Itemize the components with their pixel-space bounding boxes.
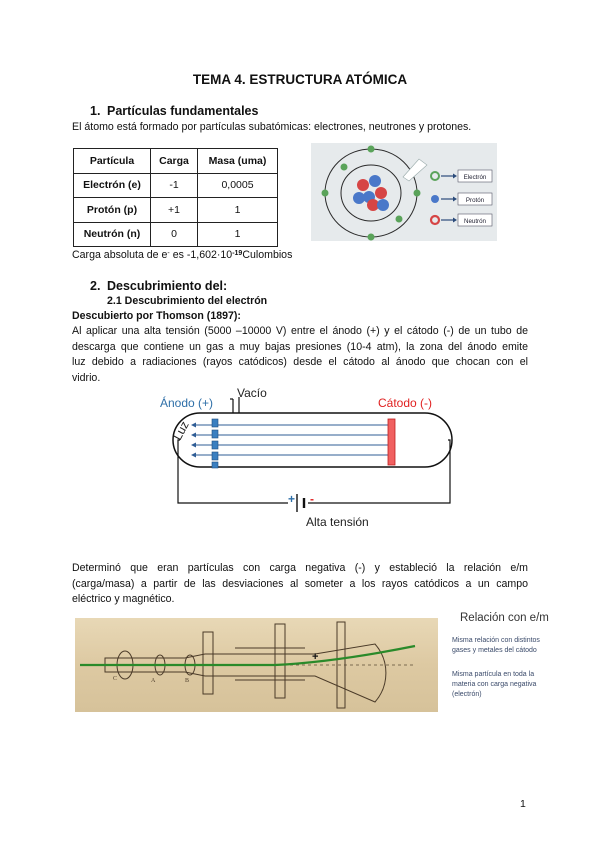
atom-model-graphic: Electrón Protón Neutrón (321, 145, 493, 241)
table-header-row: Partícula Carga Masa (uma) (73, 148, 278, 174)
section-2-1-heading: 2.1 Descubrimiento del electrón (107, 295, 268, 307)
photo-label-c: C (113, 676, 117, 682)
table-cell-mass: 1 (197, 197, 278, 223)
particles-table: Partícula Carga Masa (uma) Electrón (e) … (73, 148, 278, 247)
table-cell-name: Protón (p) (73, 197, 151, 223)
minus-sign: - (310, 492, 314, 506)
charge-note-post: Culombios (242, 249, 293, 261)
atom-legend-proton: Protón (466, 197, 485, 204)
photo-label-a: A (151, 678, 156, 684)
paragraph-line: vidrio. (72, 371, 101, 384)
table-row: Electrón (e) -1 0,0005 (73, 172, 278, 198)
paragraph-line: (carga/masa) a partir de las desviacione… (72, 577, 528, 590)
table-cell-charge: -1 (150, 172, 198, 198)
em-note-line: Misma partícula en toda la (452, 671, 535, 678)
table-row: Neutrón (n) 0 1 (73, 221, 278, 247)
table-cell-charge: 0 (150, 221, 198, 247)
table-header: Masa (uma) (197, 148, 278, 174)
anode-label: Ánodo (+) (160, 395, 213, 410)
cathode-label: Cátodo (-) (378, 396, 432, 410)
charge-note: Carga absoluta de e- es -1,602·10-19Culo… (72, 248, 292, 264)
section-1-heading: Partículas fundamentales (107, 104, 259, 118)
charge-note-exponent: -19 (232, 250, 243, 257)
paragraph-line: descarga que contiene un gas a muy bajas… (72, 340, 528, 353)
atom-legend-electron: Electrón (464, 174, 487, 181)
section-1-number: 1. (90, 104, 101, 118)
thomson-tube-drawing: C A B + (80, 621, 416, 709)
table-row: Protón (p) +1 1 (73, 197, 278, 223)
cathode-ray-tube-diagram: Ánodo (+) Cátodo (-) Vacío Luz + - Alta … (160, 386, 453, 529)
page-number: 1 (520, 798, 526, 810)
charge-note-sup-minus: - (167, 250, 170, 257)
em-relation-heading: Relación con e/m (460, 612, 549, 624)
table-cell-name: Neutrón (n) (73, 221, 151, 247)
section-1-intro: El átomo está formado por partículas sub… (72, 121, 472, 133)
plus-sign: + (288, 492, 295, 506)
em-note-line: gases y metales del cátodo (452, 647, 537, 654)
em-note-1: Misma relación con distintos gases y met… (452, 636, 540, 656)
charge-note-mid: es -1,602·10 (169, 249, 233, 261)
charge-note-pre: Carga absoluta de e (72, 249, 168, 261)
table-header: Partícula (73, 148, 151, 174)
table-cell-mass: 0,0005 (197, 172, 278, 198)
photo-label-b: B (185, 678, 189, 684)
em-note-line: (electrón) (452, 691, 482, 698)
page-title: TEMA 4. ESTRUCTURA ATÓMICA (192, 72, 408, 87)
paragraph-line: Determinó que eran partículas con carga … (72, 562, 528, 574)
paragraph-cathode-rays: Al aplicar una alta tensión (5000 –10000… (72, 324, 528, 386)
vacuum-label: Vacío (237, 386, 267, 400)
thomson-heading: Descubierto por Thomson (1897): (72, 310, 241, 322)
table-cell-name: Electrón (e) (73, 172, 151, 198)
voltage-label: Alta tensión (306, 515, 369, 529)
section-2-number: 2. (90, 279, 101, 293)
em-note-2: Misma partícula en toda la materia con c… (452, 670, 536, 700)
em-note-line: materia con carga negativa (452, 681, 537, 688)
paragraph-line: luz debido a radiaciones (rayos catódico… (72, 356, 528, 369)
atom-legend-neutron: Neutrón (464, 218, 487, 225)
table-cell-mass: 1 (197, 221, 278, 247)
em-note-line: Misma relación con distintos (452, 637, 540, 644)
table-cell-charge: +1 (150, 197, 198, 223)
photo-plus-sign: + (312, 651, 318, 663)
paragraph-line: eléctrico y magnético. (72, 593, 175, 606)
paragraph-line: Al aplicar una alta tensión (5000 –10000… (72, 325, 528, 337)
thomson-tube-photo: C A B + (75, 618, 438, 712)
section-2-heading: Descubrimiento del: (107, 279, 228, 293)
table-header: Carga (150, 148, 198, 174)
atom-model-image: Electrón Protón Neutrón (311, 143, 497, 241)
paragraph-charge-mass: Determinó que eran partículas con carga … (72, 561, 528, 608)
